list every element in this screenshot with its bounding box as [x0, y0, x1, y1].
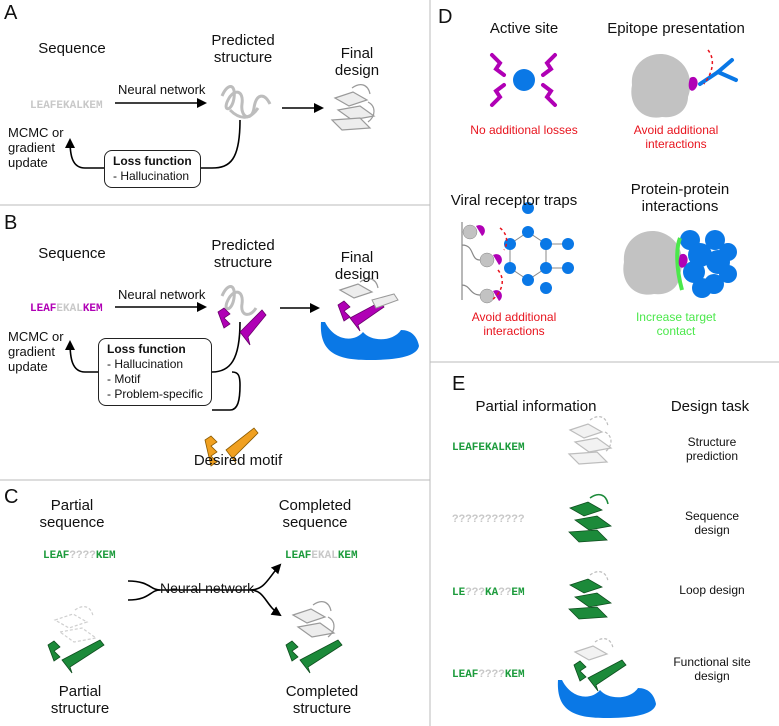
viral-receptor-graphic — [461, 202, 574, 304]
epitope-note: Avoid additional interactions — [633, 123, 719, 151]
update-label-a: MCMC or gradient update — [8, 125, 64, 170]
panel-a-graphics — [65, 84, 376, 169]
viral-note: Avoid additional interactions — [471, 310, 557, 338]
row4-seq-part1: LEAF — [452, 669, 479, 681]
nn-arrow-to-seq — [249, 563, 282, 591]
panel-c-graphics — [47, 563, 343, 674]
active-site-graphic — [490, 53, 557, 107]
loss-title-b: Loss function — [107, 342, 186, 356]
loss-item-b-0: - Hallucination — [107, 357, 184, 371]
nn-label-c: Neural network — [160, 580, 255, 596]
panel-b-letter: B — [4, 212, 18, 234]
ppi-note: Increase target contact — [635, 310, 717, 338]
ppi-label: Protein-protein interactions — [630, 181, 730, 216]
partial-information-header: Partial information — [475, 398, 597, 415]
nn-arrow-to-struct — [249, 589, 282, 617]
loss-loop-arrow-a — [65, 119, 241, 169]
seq-b-part3: KEM — [82, 303, 103, 315]
completed-sequence-label: Completed sequence — [278, 497, 352, 532]
loss-title-a: Loss function — [113, 154, 192, 168]
loss-box-b: Loss function - Hallucination - Motif - … — [98, 338, 213, 406]
row4-task: Functional site design — [673, 655, 751, 683]
predicted-structure-b — [217, 285, 267, 346]
nn-label-b: Neural network — [118, 287, 206, 302]
completed-seq-part3: KEM — [337, 550, 358, 562]
completed-structure-label: Completed structure — [285, 683, 359, 718]
panel-e-graphics — [557, 416, 656, 718]
loss-item-a-0: - Hallucination — [113, 169, 190, 183]
sequence-label-b: Sequence — [38, 245, 106, 262]
partial-seq-part2: ???? — [69, 550, 96, 562]
active-site-label: Active site — [489, 20, 559, 37]
sequence-b: LEAFEKALKEM — [30, 303, 103, 315]
epitope-graphic — [631, 49, 738, 118]
row3-seq-part3: KA — [485, 587, 499, 599]
row4-structure — [557, 638, 656, 718]
row1-task: Structure prediction — [685, 435, 739, 463]
row4-seq-part3: KEM — [504, 669, 525, 681]
nn-label-a: Neural network — [118, 82, 206, 97]
seq-b-part2: EKAL — [56, 303, 83, 315]
panel-b-graphics — [65, 278, 419, 467]
row4-sequence: LEAF????KEM — [452, 669, 525, 681]
panel-a-letter: A — [4, 2, 18, 24]
row2-sequence: ??????????? — [452, 514, 525, 526]
row3-seq-part2: ??? — [465, 587, 486, 599]
partial-structure — [47, 606, 105, 674]
completed-structure — [285, 601, 343, 674]
ppi-graphic — [623, 230, 737, 298]
sequence-label-a: Sequence — [38, 40, 106, 57]
row2-task: Sequence design — [684, 509, 740, 537]
panel-d-graphics — [461, 49, 738, 304]
row3-sequence: LE???KA??EM — [452, 587, 525, 599]
sequence-a: LEAFEKALKEM — [30, 100, 103, 112]
row2-structure — [568, 493, 613, 543]
active-site-note: No additional losses — [470, 123, 578, 137]
desired-motif — [204, 427, 259, 467]
completed-sequence: LEAFEKALKEM — [285, 550, 358, 562]
loss-item-b-1: - Motif — [107, 372, 141, 386]
row1-sequence: LEAFEKALKEM — [452, 442, 525, 454]
epitope-label: Epitope presentation — [607, 20, 745, 37]
predicted-structure-label-b: Predicted structure — [211, 237, 275, 272]
partial-sequence-label: Partial sequence — [39, 497, 105, 532]
motif-connector — [212, 384, 241, 411]
partial-structure-label: Partial structure — [50, 683, 110, 718]
predicted-structure-a — [220, 85, 272, 119]
partial-sequence: LEAF????KEM — [43, 550, 116, 562]
partial-seq-part1: LEAF — [43, 550, 70, 562]
completed-seq-part2: EKAL — [311, 550, 338, 562]
row4-seq-part2: ???? — [478, 669, 505, 681]
loss-box-a: Loss function - Hallucination — [104, 150, 201, 188]
row3-structure — [568, 571, 613, 620]
viral-label: Viral receptor traps — [450, 192, 578, 209]
final-design-a — [330, 84, 376, 131]
row3-seq-part4: ?? — [498, 587, 512, 599]
row3-seq-part1: LE — [452, 587, 466, 599]
row3-seq-part5: EM — [511, 587, 525, 599]
row3-task: Loop design — [679, 583, 745, 597]
design-task-header: Design task — [670, 398, 750, 415]
predicted-structure-label-a: Predicted structure — [211, 32, 275, 67]
seq-b-part1: LEAF — [30, 303, 57, 315]
panel-c-letter: C — [4, 486, 19, 508]
final-design-label-a: Final design — [334, 45, 380, 80]
final-design-label-b: Final design — [334, 249, 380, 284]
update-label-b: MCMC or gradient update — [8, 329, 64, 374]
partial-seq-part3: KEM — [95, 550, 116, 562]
loss-item-b-2: - Problem-specific — [107, 387, 204, 401]
panel-e-letter: E — [452, 373, 466, 395]
row1-structure — [567, 416, 613, 465]
completed-seq-part1: LEAF — [285, 550, 312, 562]
desired-motif-label: Desired motif — [193, 452, 283, 469]
panel-d-letter: D — [438, 6, 453, 28]
final-design-b — [320, 278, 419, 360]
